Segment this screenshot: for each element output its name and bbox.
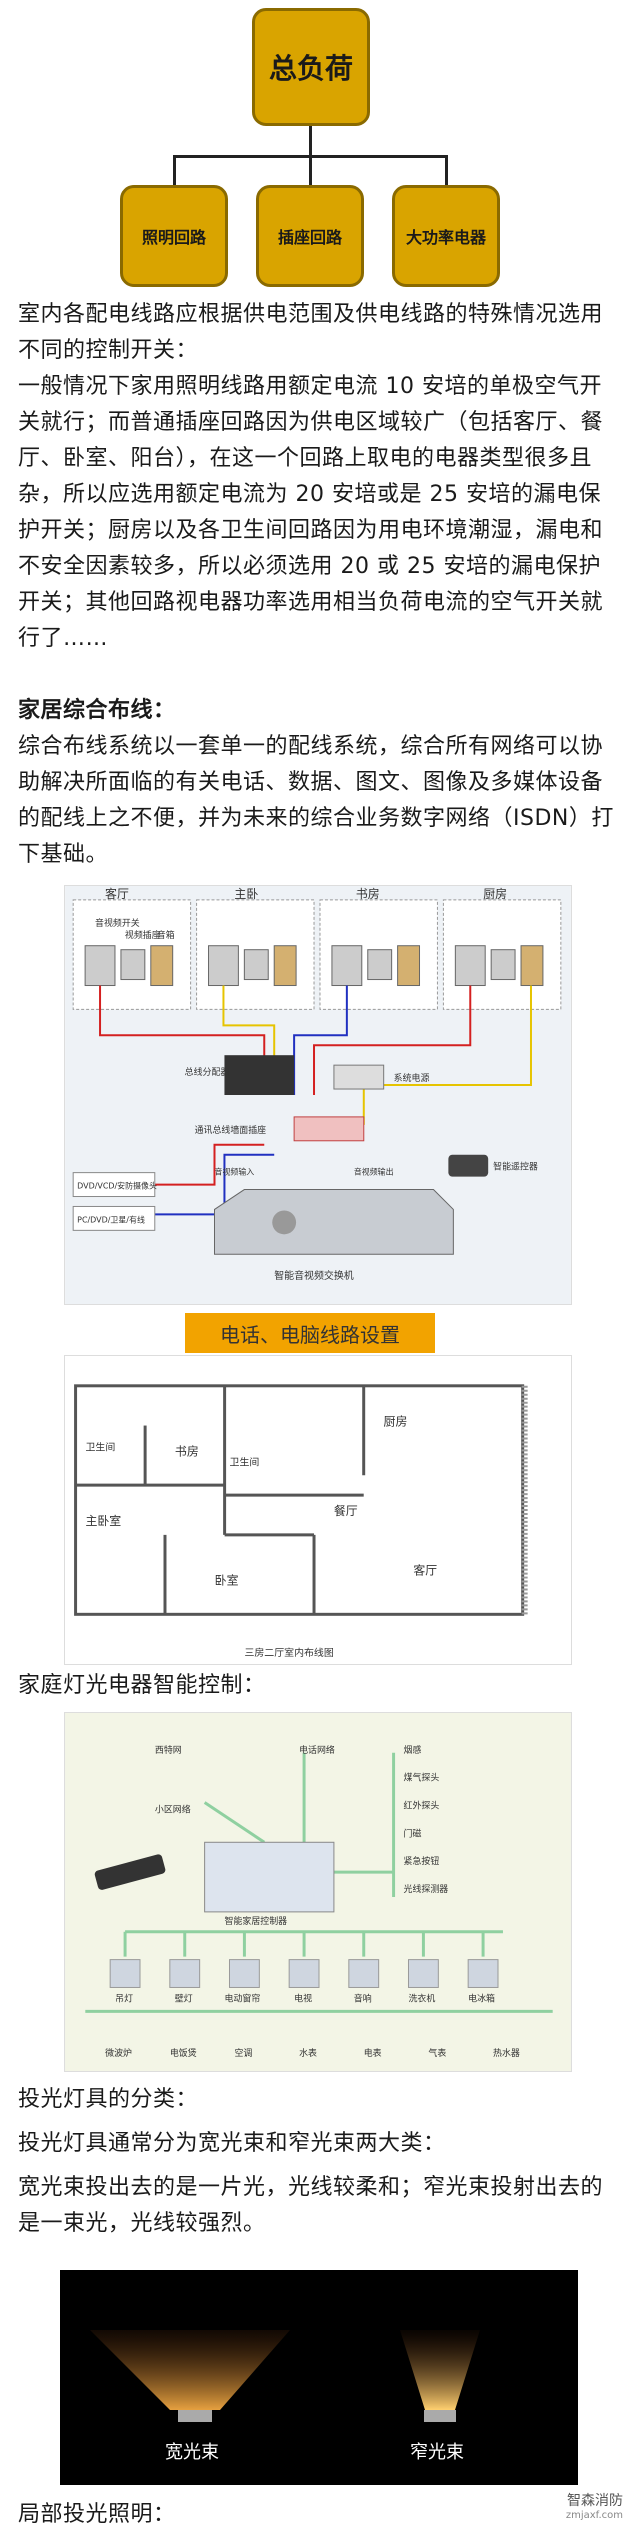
paragraph-beam-description: 宽光束投出去的是一片光，光线较柔和；窄光束投射出去的是一束光，光线较强烈。 bbox=[18, 2175, 604, 2236]
diagram-label: 智能家居控制器 bbox=[225, 1915, 288, 1927]
device-label: 电冰箱 bbox=[468, 1992, 495, 2004]
diagram-label: 总线分配器 bbox=[185, 1066, 230, 1078]
diagram-label: 通讯总线墙面插座 bbox=[195, 1124, 267, 1136]
heading-integrated-wiring: 家居综合布线： bbox=[18, 698, 176, 723]
tree-connector bbox=[173, 155, 176, 185]
diagram-label: DVD/VCD/安防摄像头 bbox=[77, 1181, 157, 1191]
room-label: 厨房 bbox=[384, 1415, 408, 1429]
diagram-label: 音箱 bbox=[157, 929, 175, 941]
diagram-label: 视频插座 bbox=[125, 929, 161, 941]
room-label: 主卧室 bbox=[86, 1514, 122, 1528]
narrow-beam-label: 窄光束 bbox=[410, 2442, 464, 2463]
device-label: 热水器 bbox=[493, 2047, 520, 2059]
room-label: 书房 bbox=[356, 886, 380, 901]
device-label: 微波炉 bbox=[105, 2047, 132, 2059]
bus-distributor bbox=[224, 1055, 295, 1095]
heading-floodlight-types: 投光灯具的分类： bbox=[18, 2087, 199, 2112]
remote-control-icon bbox=[448, 1154, 489, 1177]
sensor-label: 烟感 bbox=[404, 1744, 422, 1756]
room-label: 餐厅 bbox=[334, 1504, 358, 1518]
comm-bus-socket bbox=[293, 1116, 365, 1142]
figure-caption-phone-pc: 电话、电脑线路设置 bbox=[185, 1313, 435, 1353]
narrow-beam-shape bbox=[400, 2330, 480, 2410]
device-label: 电视 bbox=[294, 1992, 312, 2004]
load-tree-diagram: 总负荷 照明回路 插座回路 大功率电器 bbox=[0, 0, 637, 300]
room-label: 客厅 bbox=[413, 1564, 437, 1578]
device-label: 空调 bbox=[234, 2047, 252, 2059]
floorplan-diagram: 厨房 餐厅 书房 卫生间 卫生间 主卧室 卧室 客厅 三房二厅室内布线图 bbox=[64, 1355, 572, 1665]
diagram-label: PC/DVD/卫星/有线 bbox=[77, 1214, 145, 1224]
diagram-label: 智能遥控器 bbox=[493, 1161, 538, 1173]
wide-beam-shape bbox=[90, 2330, 290, 2410]
room-label: 卧室 bbox=[215, 1574, 239, 1588]
smart-control-diagram: 智能家居控制器 西特网 电话网络 小区网络 烟感 煤气探头 红外探头 门磁 紧急… bbox=[64, 1712, 572, 2072]
paragraph-floodlight-types: 投光灯具通常分为宽光束和窄光束两大类： bbox=[18, 2131, 446, 2156]
narrow-lamp-icon bbox=[424, 2410, 456, 2422]
device-label: 电饭煲 bbox=[170, 2047, 197, 2059]
sensor-label: 紧急按钮 bbox=[404, 1855, 440, 1867]
heading-smart-control: 家庭灯光电器智能控制： bbox=[18, 1673, 266, 1698]
device-label: 洗衣机 bbox=[408, 1992, 435, 2004]
room-label: 卫生间 bbox=[230, 1455, 260, 1468]
tree-connector bbox=[309, 126, 312, 156]
device-label: 水表 bbox=[299, 2047, 317, 2059]
device-label: 壁灯 bbox=[175, 1992, 193, 2004]
room-label: 厨房 bbox=[483, 886, 507, 901]
diagram-label: 智能音视频交换机 bbox=[274, 1269, 354, 1282]
device-label: 电动窗帘 bbox=[225, 1992, 261, 2004]
tree-child-socket: 插座回路 bbox=[256, 185, 364, 287]
heading-local-floodlight: 局部投光照明： bbox=[18, 2502, 176, 2527]
diagram-label: 西特网 bbox=[155, 1744, 182, 1756]
room-label: 书房 bbox=[175, 1444, 199, 1458]
paragraph-switch-intro: 室内各配电线路应根据供电范围及供电线路的特殊情况选用不同的控制开关： bbox=[18, 302, 604, 363]
room-label: 客厅 bbox=[105, 886, 129, 901]
beam-comparison-figure: 宽光束 窄光束 bbox=[60, 2270, 578, 2485]
watermark: 智森消防 zmjaxf.com bbox=[566, 2490, 623, 2521]
tree-child-high-power: 大功率电器 bbox=[392, 185, 500, 287]
sensor-label: 门磁 bbox=[404, 1827, 422, 1839]
diagram-label: 音视频开关 bbox=[95, 917, 140, 929]
sensor-label: 红外探头 bbox=[404, 1799, 440, 1811]
device-label: 电表 bbox=[364, 2047, 382, 2059]
diagram-label: 小区网络 bbox=[155, 1803, 191, 1815]
sensor-label: 煤气探头 bbox=[404, 1772, 440, 1784]
diagram-label: 音视频输入 bbox=[214, 1167, 254, 1177]
paragraph-switch-details: 一般情况下家用照明线路用额定电流 10 安培的单极空气开关就行；而普通插座回路因… bbox=[18, 374, 604, 651]
av-wiring-diagram: 客厅 主卧 书房 厨房 音视频开关 视频插座 音箱 总线分配器 系统电源 通讯总… bbox=[64, 885, 572, 1305]
watermark-url: zmjaxf.com bbox=[565, 2510, 623, 2521]
system-power bbox=[333, 1064, 385, 1090]
tree-root-node: 总负荷 bbox=[252, 8, 370, 126]
av-switch-box bbox=[213, 1189, 454, 1255]
diagram-label: 系统电源 bbox=[394, 1072, 430, 1084]
room-label: 主卧 bbox=[234, 887, 258, 901]
room-label: 卫生间 bbox=[86, 1440, 116, 1453]
tree-connector bbox=[309, 155, 312, 185]
device-label: 音响 bbox=[354, 1992, 372, 2004]
tree-connector bbox=[445, 155, 448, 185]
watermark-name: 智森消防 bbox=[567, 2493, 623, 2509]
device-label: 吊灯 bbox=[115, 1993, 133, 2004]
smart-controller-box bbox=[204, 1841, 335, 1913]
tree-child-lighting: 照明回路 bbox=[120, 185, 228, 287]
wide-lamp-icon bbox=[178, 2410, 212, 2422]
diagram-label: 音视频输出 bbox=[354, 1167, 394, 1177]
remote-control-icon bbox=[94, 1854, 166, 1890]
beam-graphic bbox=[90, 2330, 480, 2422]
device-label: 气表 bbox=[428, 2047, 446, 2059]
paragraph-integrated-wiring: 综合布线系统以一套单一的配线系统，综合所有网络可以协助解决所面临的有关电话、数据… bbox=[18, 734, 614, 867]
floorplan-title: 三房二厅室内布线图 bbox=[244, 1646, 333, 1659]
wide-beam-label: 宽光束 bbox=[165, 2442, 219, 2463]
diagram-label: 电话网络 bbox=[299, 1744, 335, 1756]
sensor-label: 光线探测器 bbox=[404, 1883, 449, 1895]
